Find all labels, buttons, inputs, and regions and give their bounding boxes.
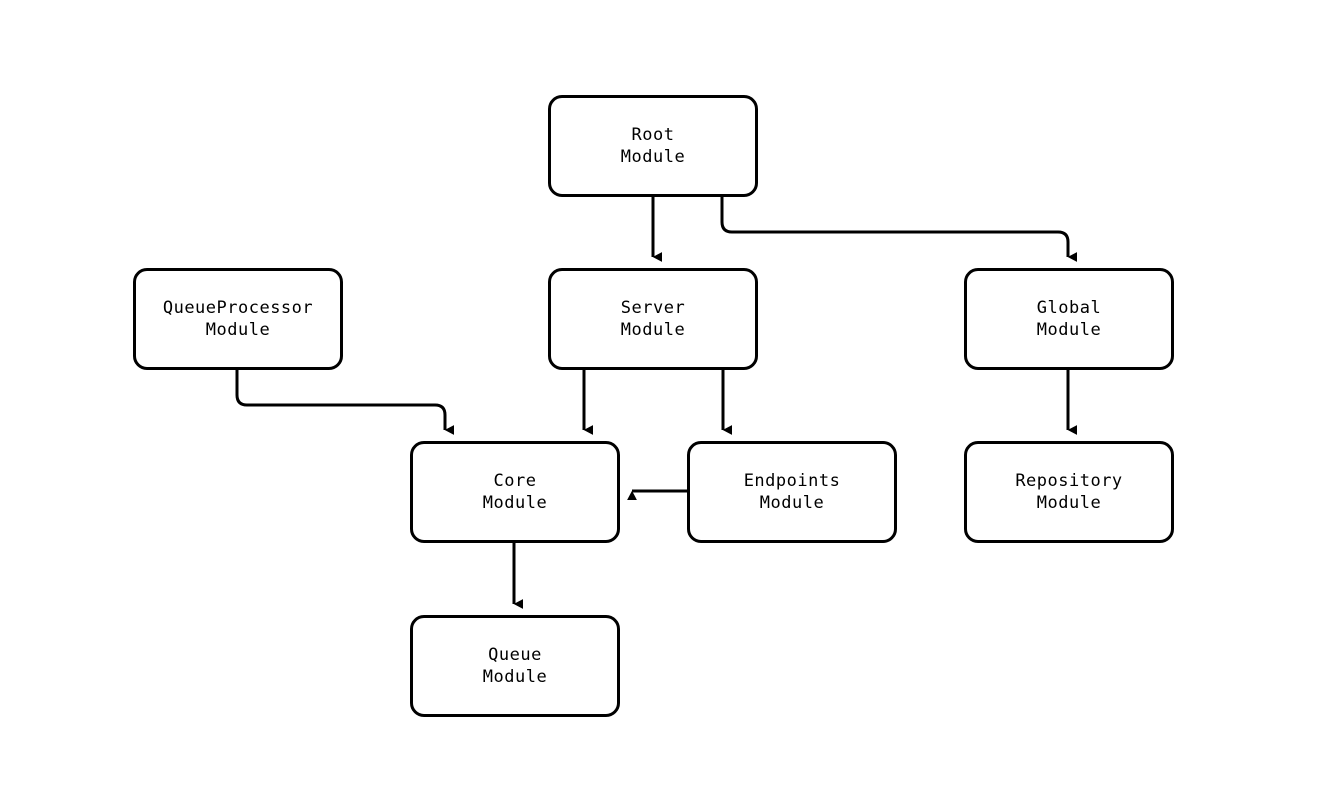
node-repository-label-line2: Module [1036,493,1102,513]
node-endpoints-label-line2: Module [759,493,825,513]
node-core-label-line2: Module [482,493,548,513]
node-repository-label-line1: Repository [1015,471,1123,491]
node-endpoints-label-line1: Endpoints [743,471,841,491]
edge-root-to-global: Root Module to Global Module [720,197,1078,262]
node-core-label-line1: Core [493,471,537,491]
node-root-label-line2: Module [620,147,686,167]
node-server-label-line1: Server [620,298,686,318]
node-queueprocessor-label-line1: QueueProcessor [162,298,314,318]
node-global-label-line2: Module [1036,320,1102,340]
node-queue-label-line2: Module [482,667,548,687]
edge-paths: Root Module to Server ModuleRoot Module … [235,197,1078,609]
node-queueprocessor-label-line2: Module [205,320,271,340]
node-queue-label-line1: Queue [488,645,542,665]
node-root-label-line1: Root [631,125,675,145]
node-global-label-line1: Global [1036,298,1102,318]
node-server-label-line2: Module [620,320,686,340]
edge-queueprocessor-to-core: QueueProcessor Module to Core Module [235,370,455,435]
